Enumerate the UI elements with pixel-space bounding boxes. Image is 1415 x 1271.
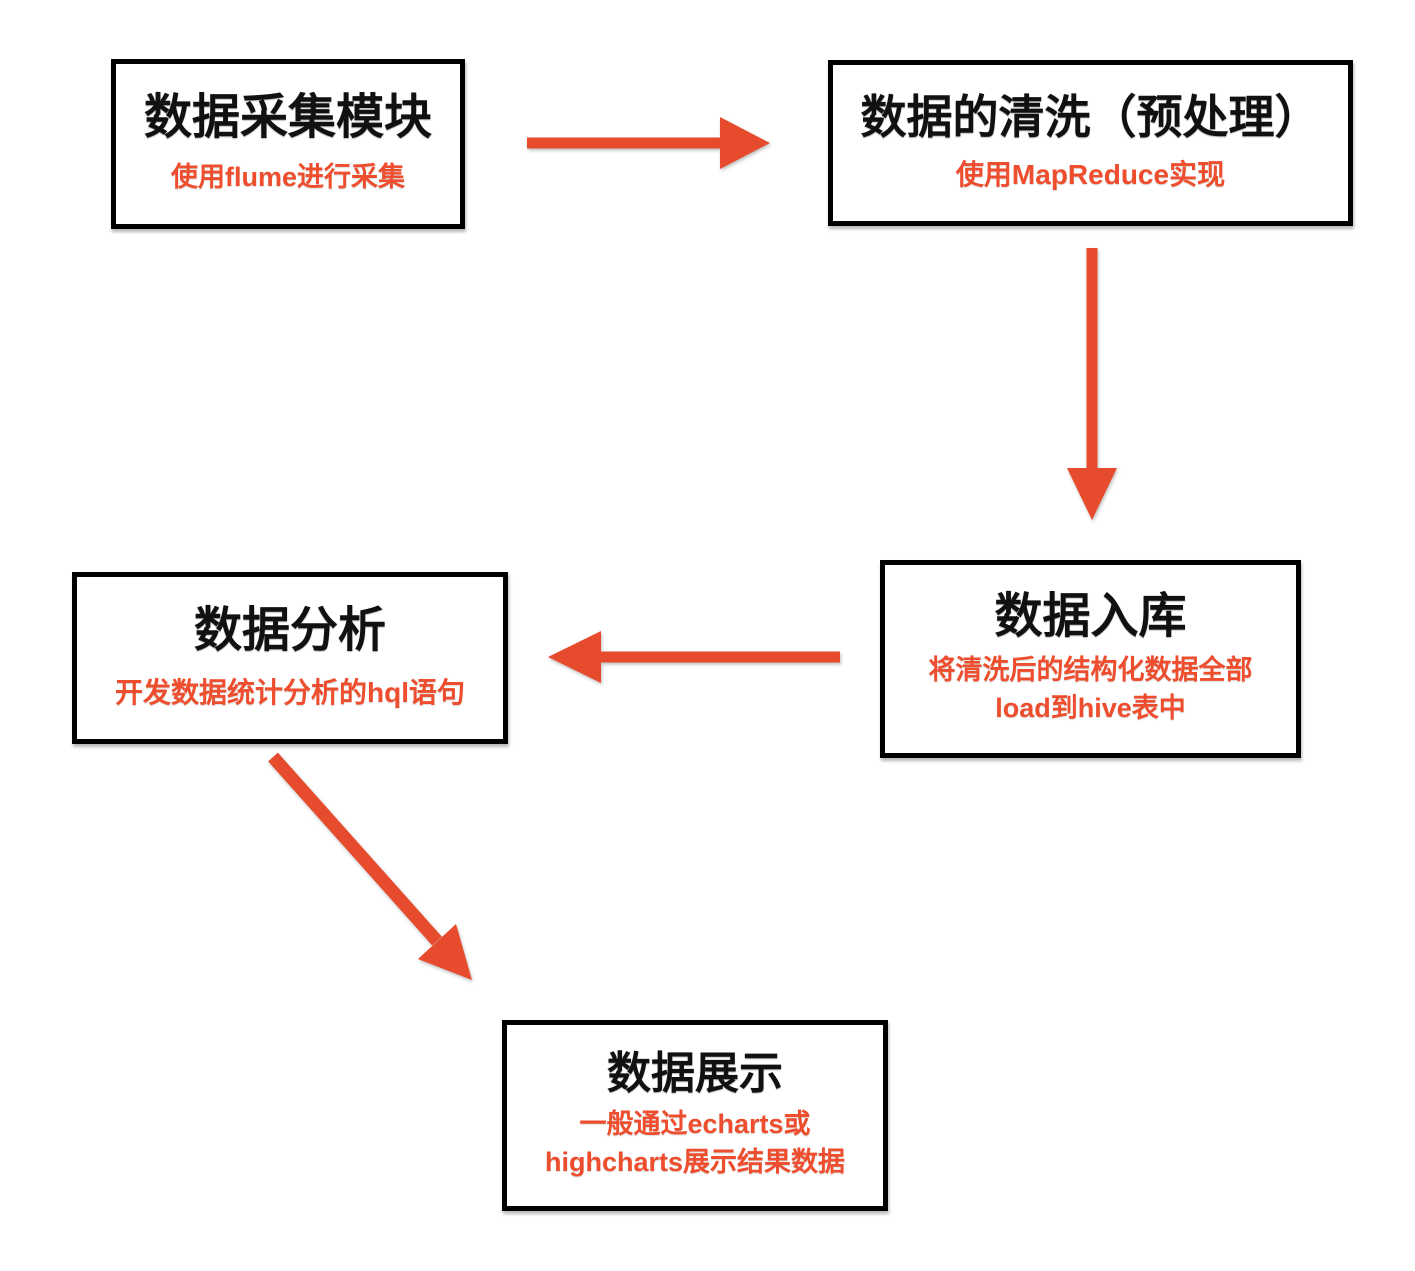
arrow-head [1067, 468, 1117, 520]
node-title: 数据入库 [994, 590, 1187, 644]
arrow-shaft [268, 752, 442, 946]
arrow-load-to-analysis [548, 631, 840, 683]
node-title: 数据的清洗（预处理） [860, 90, 1321, 143]
node-title: 数据分析 [193, 604, 386, 658]
node-subtitle: 使用MapReduce实现 [955, 159, 1226, 191]
node-subtitle: 开发数据统计分析的hql语句 [115, 676, 465, 708]
node-title: 数据采集模块 [143, 91, 432, 145]
arrow-head [548, 631, 601, 683]
node-subtitle: 一般通过echarts或 highcharts展示结果数据 [544, 1109, 846, 1178]
node-data-collection: 数据采集模块 使用flume进行采集 [111, 59, 465, 229]
arrow-collection-to-cleaning [527, 117, 770, 169]
arrow-head [418, 924, 472, 980]
node-data-analysis: 数据分析 开发数据统计分析的hql语句 [72, 572, 508, 744]
node-title: 数据展示 [607, 1049, 783, 1099]
node-data-display: 数据展示 一般通过echarts或 highcharts展示结果数据 [502, 1020, 888, 1211]
node-data-load: 数据入库 将清洗后的结构化数据全部 load到hive表中 [880, 560, 1301, 758]
node-data-cleaning: 数据的清洗（预处理） 使用MapReduce实现 [828, 60, 1353, 226]
arrow-cleaning-to-load [1067, 248, 1117, 520]
arrow-analysis-to-display [268, 752, 472, 980]
node-subtitle: 将清洗后的结构化数据全部 load到hive表中 [928, 655, 1253, 723]
node-subtitle: 使用flume进行采集 [170, 161, 405, 192]
arrow-head [720, 117, 770, 169]
